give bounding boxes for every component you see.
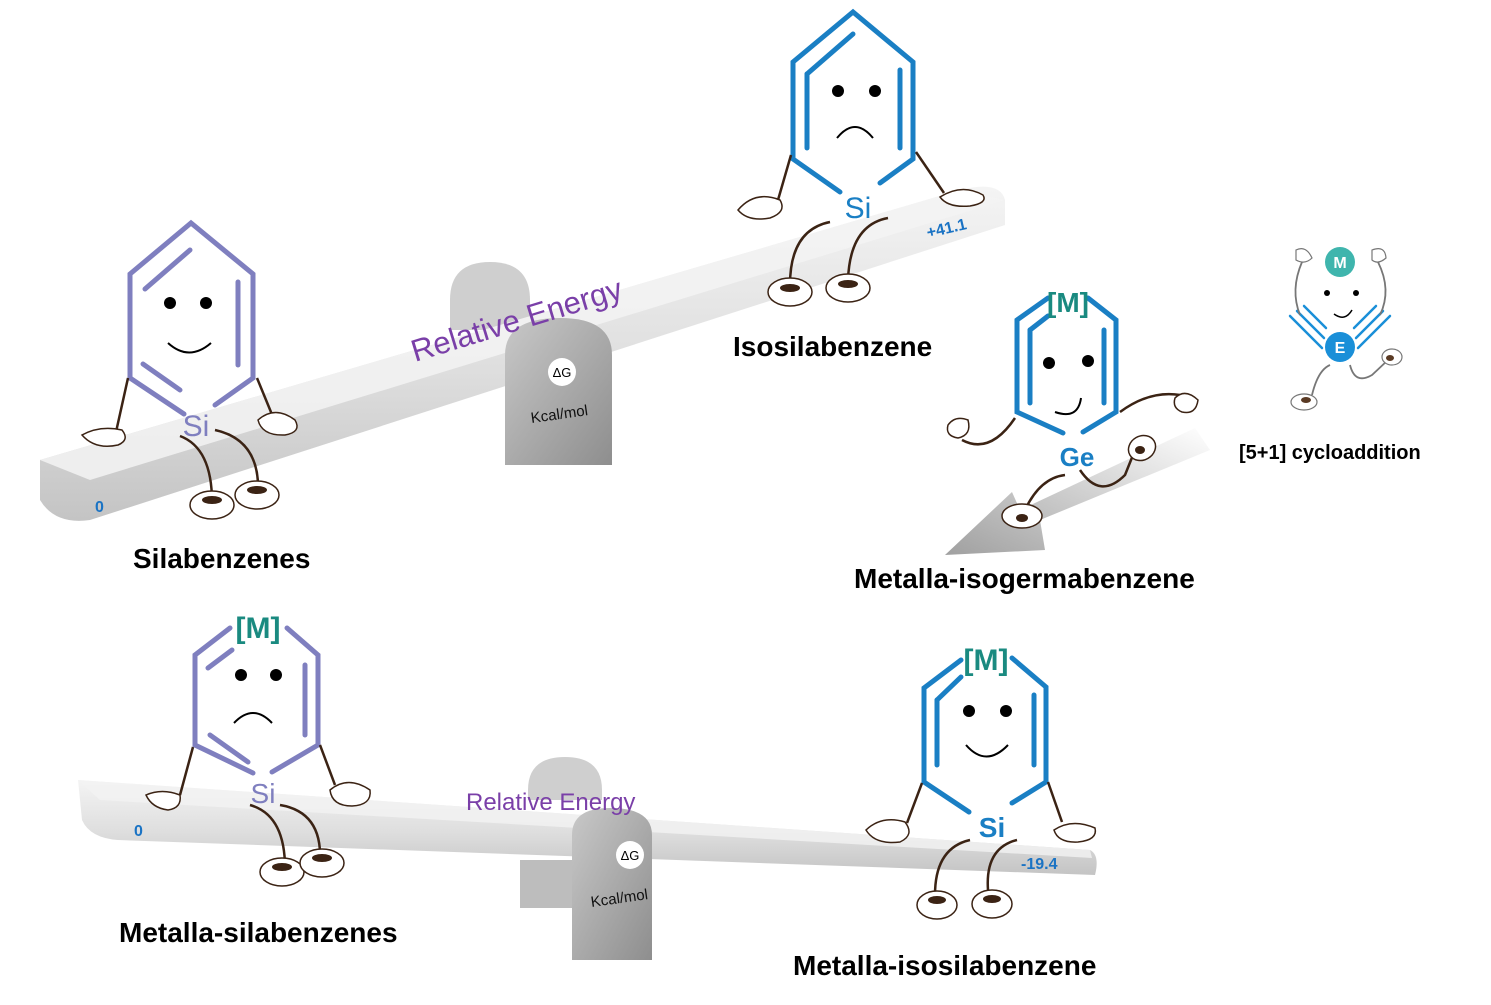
shoe-icon [299, 848, 345, 878]
metalla-isogermabenzene-character: [M] Ge [946, 287, 1199, 529]
alkyne-bonds [1288, 304, 1392, 350]
fist-icon [946, 417, 970, 439]
metal-atom-label: M [1333, 255, 1346, 272]
bottom-right-value: -19.4 [1021, 856, 1058, 873]
metalla-isogermabenzene-label: Metalla-isogermabenzene [854, 563, 1195, 594]
eye-icon [1082, 355, 1094, 367]
hand-icon [1053, 822, 1097, 843]
isosilabenzene-ring [790, 8, 916, 195]
smile-icon [1333, 309, 1353, 318]
isosilabenzene-label: Isosilabenzene [733, 331, 933, 362]
bottom-seesaw: ΔG Kcal/mol Relative Energy 0 -19.4 [78, 757, 1097, 960]
bottom-fulcrum-hole [616, 841, 644, 869]
cycloaddition-label: [5+1] cycloaddition [1239, 442, 1421, 464]
metalla-isosilabenzene-metal: [M] [964, 644, 1009, 677]
bottom-fulcrum [572, 808, 652, 960]
silabenzene-ring [127, 219, 256, 417]
germabenzene-heteroatom: Ge [1060, 442, 1095, 472]
limbs [961, 392, 1181, 511]
hand-icon [144, 790, 181, 811]
smile-icon [965, 744, 1009, 758]
eye-icon [1324, 290, 1330, 296]
hand-icon [1295, 248, 1313, 263]
eye-icon [1353, 290, 1359, 296]
smile-icon [1054, 397, 1082, 416]
top-delta-g: ΔG [553, 365, 572, 380]
germabenzene-ring [1014, 295, 1119, 436]
eye-icon [1000, 705, 1012, 717]
metalla-isosilabenzene-character: [M] Si [865, 644, 1097, 920]
metalla-silabenzene-character: [M] Si [144, 612, 371, 887]
eye-icon [200, 297, 212, 309]
hand-icon [80, 427, 126, 447]
element-atom-label: E [1335, 340, 1346, 357]
metal-atom-badge [1325, 247, 1355, 277]
hand-icon [938, 188, 985, 208]
eye-icon [164, 297, 176, 309]
eye-icon [832, 85, 844, 97]
hand-icon [865, 819, 910, 844]
silabenzenes-label: Silabenzenes [133, 543, 311, 574]
top-seesaw: ΔG Kcal/mol Relative Energy 0 +41.1 [40, 186, 1005, 521]
limbs [776, 151, 946, 286]
metalla-isosilabenzene-ring [921, 655, 1049, 815]
eye-icon [1043, 357, 1055, 369]
cycloaddition-mascot: M E [1288, 247, 1403, 411]
bottom-left-value: 0 [134, 823, 143, 840]
eye-icon [235, 669, 247, 681]
silabenzene-character: Si [80, 219, 298, 520]
shoe-icon [234, 480, 280, 510]
germabenzene-metal: [M] [1047, 287, 1089, 318]
metalla-isosilabenzene-heteroatom: Si [979, 812, 1005, 843]
limbs [905, 781, 1064, 896]
bottom-beam-label: Relative Energy [466, 789, 635, 816]
metalla-silabenzene-metal: [M] [236, 612, 281, 645]
frown-icon [836, 126, 874, 139]
top-fulcrum-back [450, 262, 530, 330]
isosilabenzene-heteroatom: Si [845, 192, 872, 225]
shoe-icon [971, 889, 1013, 919]
isosilabenzene-character: Si [737, 8, 985, 307]
silabenzene-heteroatom: Si [183, 410, 210, 443]
top-fulcrum-hole [548, 358, 576, 386]
hand-icon [329, 781, 371, 807]
eye-icon [270, 669, 282, 681]
hand-icon [1371, 248, 1387, 263]
frown-icon [233, 712, 273, 724]
bottom-fulcrum-back [528, 757, 602, 800]
eye-icon [869, 85, 881, 97]
metalla-silabenzene-heteroatom: Si [251, 778, 276, 809]
eye-icon [963, 705, 975, 717]
shoe-icon [189, 490, 235, 520]
hand-icon [257, 411, 298, 436]
mascot-limbs [1294, 261, 1389, 396]
element-atom-badge [1325, 332, 1355, 362]
shoe-icon [916, 890, 958, 920]
shoe-icon [259, 857, 305, 887]
smile-icon [167, 342, 212, 354]
top-left-value: 0 [95, 499, 104, 516]
bottom-delta-g: ΔG [621, 848, 640, 863]
metalla-isosilabenzene-label: Metalla-isosilabenzene [793, 950, 1097, 981]
fist-icon [1173, 392, 1199, 414]
hand-icon [737, 195, 783, 220]
top-fulcrum [505, 318, 612, 465]
metalla-silabenzene-ring [192, 625, 321, 776]
metalla-silabenzenes-label: Metalla-silabenzenes [119, 917, 398, 948]
